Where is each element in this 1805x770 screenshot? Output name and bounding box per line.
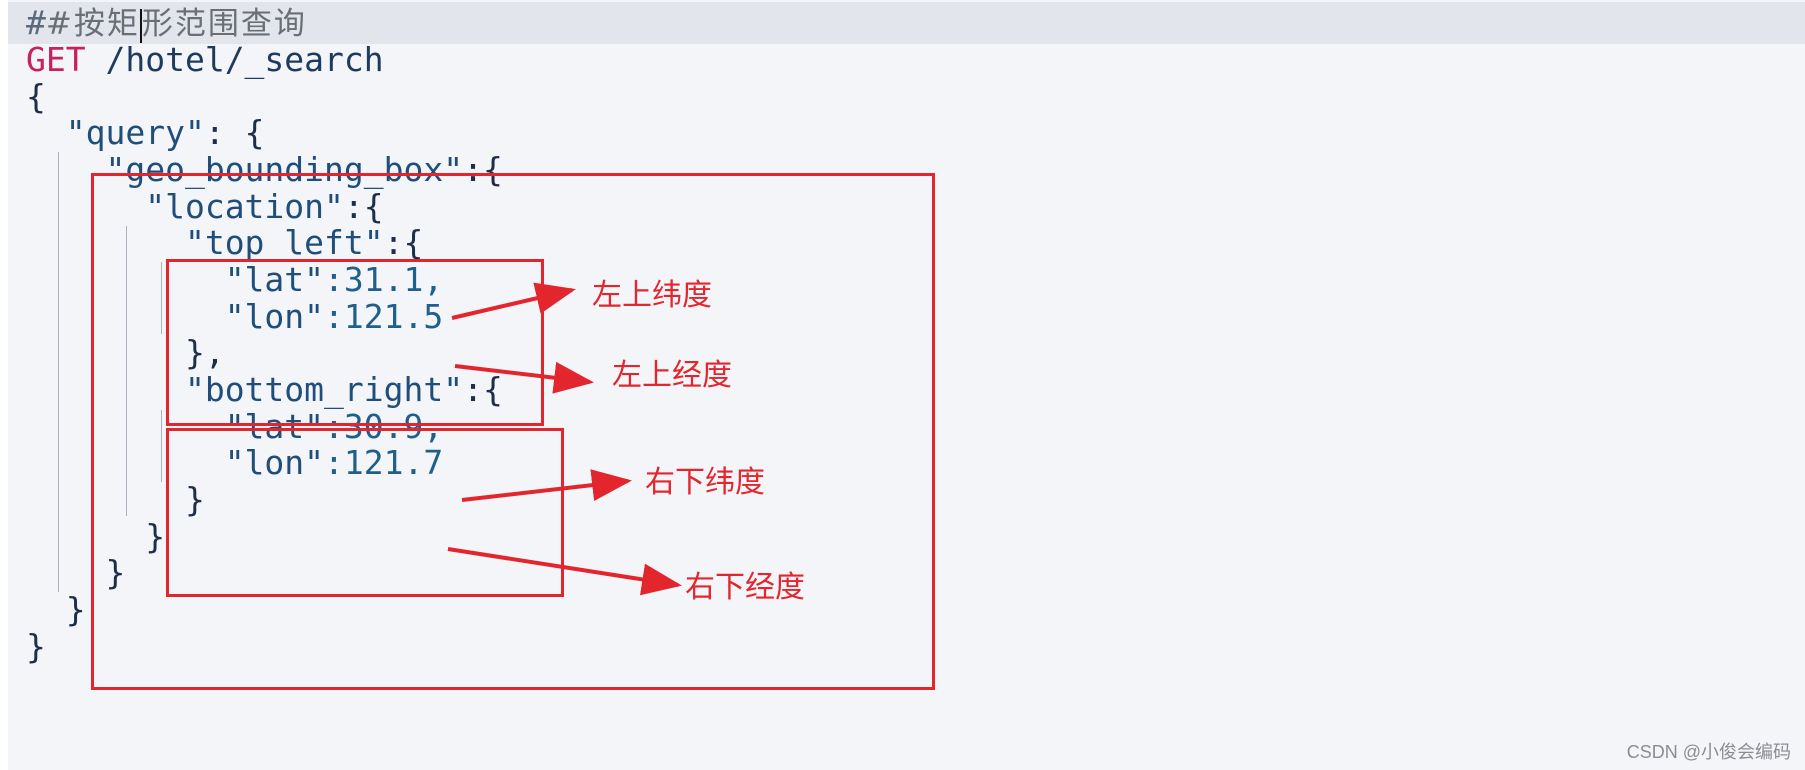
query-key: "query" bbox=[65, 113, 205, 152]
code-editor[interactable]: ##按矩形范围查询 GET /hotel/_search { "query": … bbox=[8, 0, 1805, 770]
annotation-bottom-right-lat: 右下纬度 bbox=[645, 466, 765, 499]
arrow bbox=[454, 361, 594, 394]
code-line[interactable]: } bbox=[65, 590, 86, 629]
code-line[interactable]: "lon":121.5 bbox=[26, 296, 444, 338]
text-cursor bbox=[139, 8, 142, 43]
lat-key: "lat" bbox=[224, 407, 325, 446]
http-method: GET bbox=[26, 40, 86, 79]
top-left-highlight bbox=[166, 259, 544, 426]
code-line[interactable]: } bbox=[105, 553, 126, 592]
comment-text: #按矩形范围查询 bbox=[45, 6, 307, 43]
code-line[interactable]: "geo_bounding_box":{ bbox=[105, 150, 503, 189]
code-line[interactable]: "bottom_right":{ bbox=[184, 370, 503, 409]
annotation-top-left-lon: 左上经度 bbox=[612, 359, 732, 392]
code-line[interactable]: "query": { bbox=[65, 113, 265, 152]
lat-value: :31.1, bbox=[324, 260, 444, 299]
lat-key: "lat" bbox=[224, 260, 325, 299]
arrow bbox=[447, 547, 682, 596]
code-line[interactable]: "location":{ bbox=[145, 187, 384, 226]
geo-bounding-box-highlight bbox=[91, 173, 935, 690]
indent-guide bbox=[161, 410, 162, 482]
request-line[interactable]: GET /hotel/_search bbox=[26, 39, 384, 81]
lat-value: :30.9, bbox=[324, 407, 444, 446]
indent-guide bbox=[58, 152, 59, 592]
indent-guide bbox=[126, 226, 127, 516]
lon-value: :121.7 bbox=[324, 443, 444, 482]
location-key: "location" bbox=[145, 187, 344, 226]
current-line-highlight bbox=[8, 2, 1805, 44]
comment-line[interactable]: ##按矩形范围查询 bbox=[26, 3, 307, 43]
code-line[interactable]: "lat":30.9, bbox=[26, 406, 444, 448]
lon-key: "lon" bbox=[224, 443, 325, 482]
arrow bbox=[451, 282, 576, 320]
code-line[interactable]: "top_left":{ bbox=[184, 223, 424, 262]
lon-key: "lon" bbox=[224, 297, 325, 336]
code-line[interactable]: "lat":31.1, bbox=[26, 259, 444, 301]
code-line[interactable]: "lon":121.7 bbox=[26, 442, 444, 484]
indent-guide bbox=[161, 262, 162, 334]
lon-value: :121.5 bbox=[324, 297, 444, 336]
code-line[interactable]: }, bbox=[184, 333, 225, 372]
arrow bbox=[461, 469, 632, 502]
annotation-bottom-right-lon: 右下经度 bbox=[685, 571, 805, 604]
code-line[interactable]: } bbox=[26, 627, 46, 666]
top-left-key: "top_left" bbox=[184, 223, 384, 262]
annotation-top-left-lat: 左上纬度 bbox=[592, 279, 712, 312]
watermark: CSDN @小俊会编码 bbox=[1626, 742, 1791, 762]
geo-bounding-box-key: "geo_bounding_box" bbox=[105, 150, 464, 189]
code-line[interactable]: } bbox=[184, 480, 205, 519]
bottom-right-key: "bottom_right" bbox=[184, 370, 464, 409]
request-path: /hotel/_search bbox=[105, 40, 384, 79]
bottom-right-highlight bbox=[166, 428, 564, 597]
code-line[interactable]: } bbox=[145, 517, 166, 556]
code-line[interactable]: { bbox=[26, 77, 46, 116]
